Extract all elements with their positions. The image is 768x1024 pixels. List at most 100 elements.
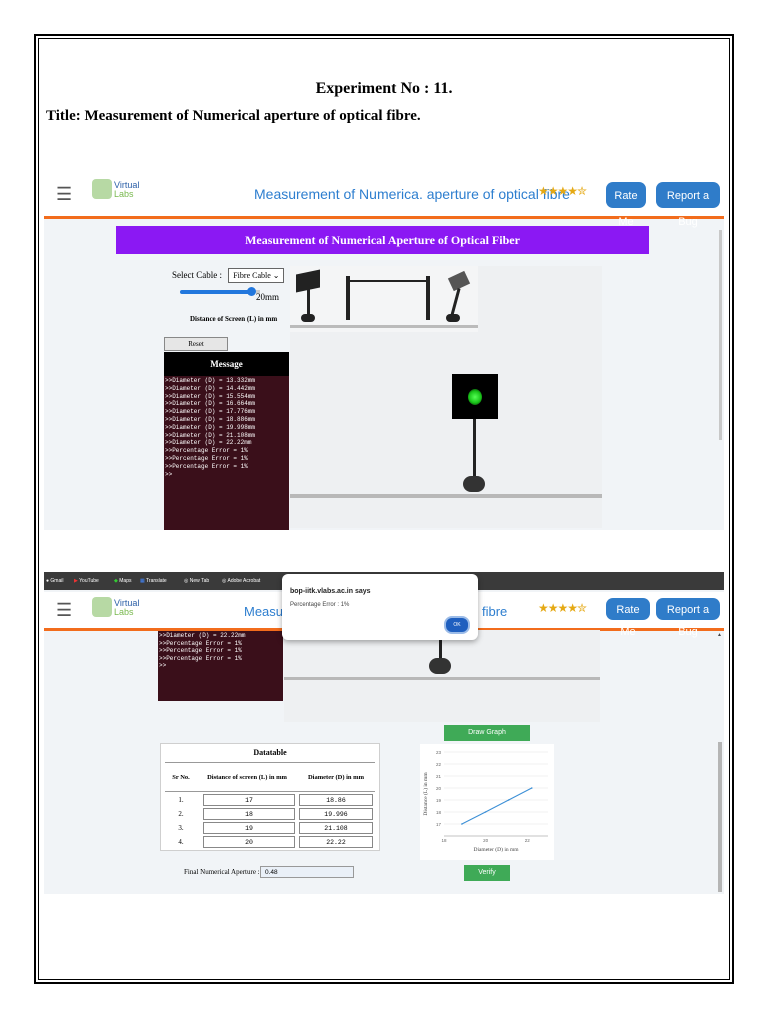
mini-fibre-holder-left <box>346 276 350 320</box>
mini-laser-base <box>446 314 460 322</box>
table-row: 1. 17 18.86 <box>165 794 375 808</box>
page-frame-outer <box>34 34 734 984</box>
bookmark-gmail[interactable]: ● Gmail <box>46 578 64 584</box>
chart-x-tick-label: 20 <box>483 838 489 843</box>
mini-rail <box>290 325 478 328</box>
header-distance: Distance of screen (L) in mm <box>207 773 287 781</box>
experiment-title: Title: Measurement of Numerical aperture… <box>46 108 421 124</box>
bookmark-youtube[interactable]: ▶ YouTube <box>74 578 99 584</box>
simulation-canvas <box>290 266 602 528</box>
reset-button[interactable]: Reset <box>164 337 228 351</box>
dialog-ok-button[interactable]: OK <box>444 616 470 634</box>
optical-bench-overview <box>290 266 478 332</box>
datatable-title: Datatable <box>253 748 287 757</box>
chart-data-point <box>507 799 510 801</box>
mini-screen-base <box>301 314 315 322</box>
top-navbar: ☰ Virtual Labs Measurement of Numerica. … <box>44 170 724 228</box>
report-bug-button[interactable]: Report a Bug <box>656 598 720 638</box>
page-frame-inner <box>38 38 730 980</box>
message-log-line: >>Diameter (D) = 18.886mm <box>165 415 256 423</box>
hamburger-menu-icon[interactable]: ☰ <box>56 600 73 620</box>
cable-select-value: Fibre Cable <box>233 271 271 280</box>
message-log-2-line: >>Diameter (D) = 22.22mm <box>159 632 246 639</box>
message-log-line: >> <box>165 470 173 478</box>
chart-data-point <box>530 787 533 789</box>
message-log-line: >>Diameter (D) = 22.22mm <box>165 439 252 447</box>
cell-distance-input[interactable]: 19 <box>203 822 295 834</box>
final-na-label: Final Numerical Aperture : <box>184 868 260 876</box>
bookmark-maps[interactable]: ◆ Maps <box>114 578 132 584</box>
cell-distance-input[interactable]: 18 <box>203 808 295 820</box>
simulation-screenshot-1: ☰ Virtual Labs Measurement of Numerica. … <box>44 170 724 530</box>
draw-graph-button[interactable]: Draw Graph <box>444 725 530 741</box>
report-bug-button[interactable]: Report a Bug <box>656 182 720 228</box>
cell-sr: 4. <box>178 838 184 846</box>
verify-button[interactable]: Verify <box>464 865 510 881</box>
mini-fibre-cable <box>350 280 428 282</box>
chart-y-tick-label: 23 <box>436 750 442 755</box>
chart-x-tick-label: 22 <box>525 838 531 843</box>
cell-diameter-input[interactable]: 19.996 <box>299 808 373 820</box>
rate-me-button[interactable]: Rate Me <box>606 598 650 638</box>
page-scrollbar[interactable] <box>719 230 722 440</box>
experiment-number-heading: Experiment No : 11. <box>315 80 453 97</box>
mini-fibre-holder-right <box>426 276 430 320</box>
bookmark-new-tab[interactable]: ◎ New Tab <box>184 578 210 584</box>
logo-mark-icon <box>92 597 112 617</box>
bookmark-adobe-acrobat[interactable]: ◎ Adobe Acrobat <box>222 578 261 584</box>
virtual-labs-logo[interactable]: Virtual Labs <box>92 595 140 625</box>
logo-text-top: Virtual <box>114 598 140 608</box>
cable-select[interactable]: Fibre Cable ⌄ <box>228 268 285 283</box>
distance-label: Distance of Screen (L) in mm <box>190 315 278 323</box>
cell-distance-input[interactable]: 17 <box>203 794 295 806</box>
chart-y-tick-label: 22 <box>436 762 442 767</box>
screen-pole <box>473 419 476 477</box>
laser-spot-icon <box>468 389 482 405</box>
chart-y-tick-label: 20 <box>436 786 442 791</box>
page-scrollbar[interactable] <box>718 742 722 892</box>
optical-rail <box>284 677 600 680</box>
distance-slider[interactable] <box>180 287 260 296</box>
message-log-line: >>Percentage Error = 1% <box>165 462 248 470</box>
logo-text-top: Virtual <box>114 180 140 190</box>
dialog-title: bop-iitk.vlabs.ac.in says <box>290 588 371 595</box>
cell-distance-input[interactable]: 20 <box>203 836 295 848</box>
chart-y-tick-label: 18 <box>436 810 442 815</box>
screen-base <box>429 658 451 674</box>
table-row: 3. 19 21.108 <box>165 822 375 836</box>
cell-sr: 1. <box>178 796 184 804</box>
select-cable-label: Select Cable : <box>172 270 222 280</box>
slider-track-rest <box>256 290 260 294</box>
bookmark-translate[interactable]: ▦ Translate <box>140 578 167 584</box>
message-title: Message <box>164 352 289 376</box>
logo-text-bottom: Labs <box>114 189 134 199</box>
cell-sr: 2. <box>178 810 184 818</box>
mini-laser-pole <box>450 288 461 316</box>
chart-y-tick-label: 21 <box>436 774 442 779</box>
slider-handle[interactable] <box>247 287 256 296</box>
cell-diameter-input[interactable]: 22.22 <box>299 836 373 848</box>
chart-data-point <box>484 811 487 813</box>
chart-x-tick-label: 18 <box>441 838 447 843</box>
datatable: Datatable Sr No. Distance of screen (L) … <box>160 743 380 851</box>
cell-diameter-input[interactable]: 18.86 <box>299 794 373 806</box>
final-na-input[interactable]: 0.48 <box>260 866 354 878</box>
logo-text-bottom: Labs <box>114 607 134 617</box>
message-panel: Message >>Diameter (D) = 13.332mm>>Diame… <box>164 352 289 530</box>
message-log-line: >>Diameter (D) = 19.998mm <box>165 423 256 431</box>
rate-me-button[interactable]: Rate Me <box>606 182 646 228</box>
nav-title: Measurement of Numerica. aperture of opt… <box>254 186 570 202</box>
scroll-up-arrow-icon[interactable]: ▲ <box>717 632 722 638</box>
virtual-labs-logo[interactable]: Virtual Labs <box>92 177 140 207</box>
message-log-line: >>Diameter (D) = 21.108mm <box>165 431 256 439</box>
screen-base <box>463 476 485 492</box>
chart-series-line <box>461 787 533 825</box>
cell-diameter-input[interactable]: 21.108 <box>299 822 373 834</box>
hamburger-menu-icon[interactable]: ☰ <box>56 184 73 204</box>
message-log-line: >>Percentage Error = 1% <box>165 447 248 455</box>
header-sr-no: Sr No. <box>172 773 190 781</box>
rating-stars-icon: ★★★★✮ <box>538 184 587 198</box>
dialog-message: Percentage Error : 1% <box>290 602 350 608</box>
